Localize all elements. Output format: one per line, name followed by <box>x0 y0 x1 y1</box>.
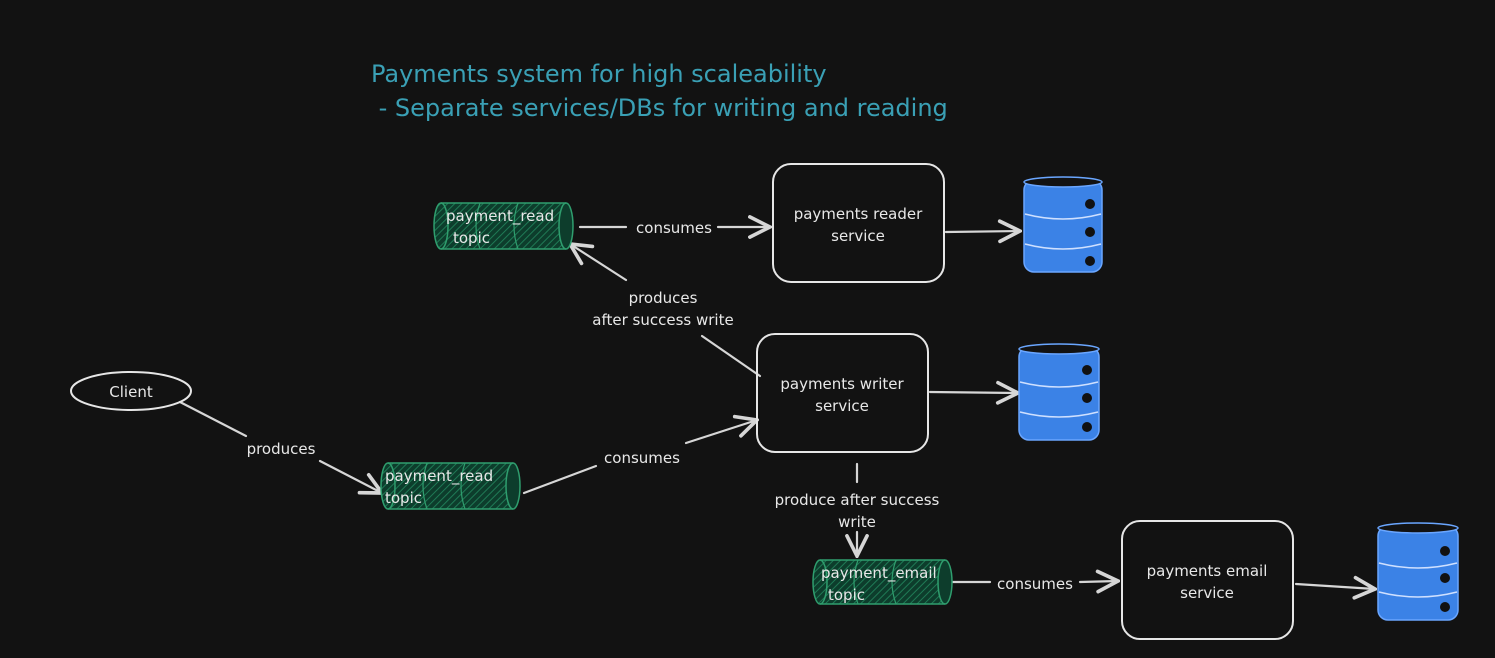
reader-label-2: service <box>831 227 885 245</box>
edge-label-writer-consumes: consumes <box>604 449 680 467</box>
writer-database-icon[interactable] <box>1018 343 1100 441</box>
client-node[interactable]: Client <box>70 371 192 411</box>
email-database-icon[interactable] <box>1377 522 1459 621</box>
edge-email-to-db <box>1294 584 1375 589</box>
edge-label-produces: produces <box>629 289 698 307</box>
edge-topic-to-writer: consumes <box>522 420 757 495</box>
diagram-title: Payments system for high scaleability - … <box>371 60 948 122</box>
topic-payment-email[interactable]: payment_email topic <box>812 559 953 605</box>
edge-writer-to-email-topic: produce after success write <box>775 462 940 556</box>
email-label-1: payments email <box>1147 562 1268 580</box>
client-label: Client <box>109 383 153 401</box>
title-line-1: Payments system for high scaleability <box>371 60 827 88</box>
email-label-2: service <box>1180 584 1234 602</box>
edge-label-client-produces: produces <box>247 440 316 458</box>
topic-bottom-label-1: payment_read <box>385 467 493 486</box>
topic-email-label-1: payment_email <box>821 564 937 583</box>
edge-label-after-success-write: after success write <box>592 311 733 329</box>
edge-email-topic-to-service: consumes <box>950 575 1118 593</box>
edge-reader-to-db <box>944 231 1020 232</box>
topic-top-label-2: topic <box>453 229 490 247</box>
reader-label-1: payments reader <box>794 205 923 223</box>
payments-reader-service[interactable]: payments reader service <box>772 163 945 283</box>
edge-topic-to-reader: consumes <box>578 219 770 237</box>
edge-label-write: write <box>838 513 876 531</box>
topic-email-label-2: topic <box>828 586 865 604</box>
writer-label-1: payments writer <box>780 375 904 393</box>
edge-writer-to-read-topic: produces after success write <box>570 244 762 378</box>
writer-label-2: service <box>815 397 869 415</box>
topic-payment-read-bottom[interactable]: payment_read topic <box>380 462 521 510</box>
edge-client-to-topic: produces <box>178 400 382 493</box>
topic-bottom-label-2: topic <box>385 489 422 507</box>
edge-label-email-consumes: consumes <box>997 575 1073 593</box>
payments-email-service[interactable]: payments email service <box>1121 520 1294 640</box>
edge-label-produce-after-success: produce after success <box>775 491 940 509</box>
title-line-2: - Separate services/DBs for writing and … <box>371 94 948 122</box>
topic-top-label-1: payment_read <box>446 207 554 226</box>
topic-payment-read-top[interactable]: payment_read topic <box>433 202 574 250</box>
payments-writer-service[interactable]: payments writer service <box>756 333 929 453</box>
reader-database-icon[interactable] <box>1023 176 1103 273</box>
edge-label-reader-consumes: consumes <box>636 219 712 237</box>
edge-writer-to-db <box>928 392 1018 393</box>
